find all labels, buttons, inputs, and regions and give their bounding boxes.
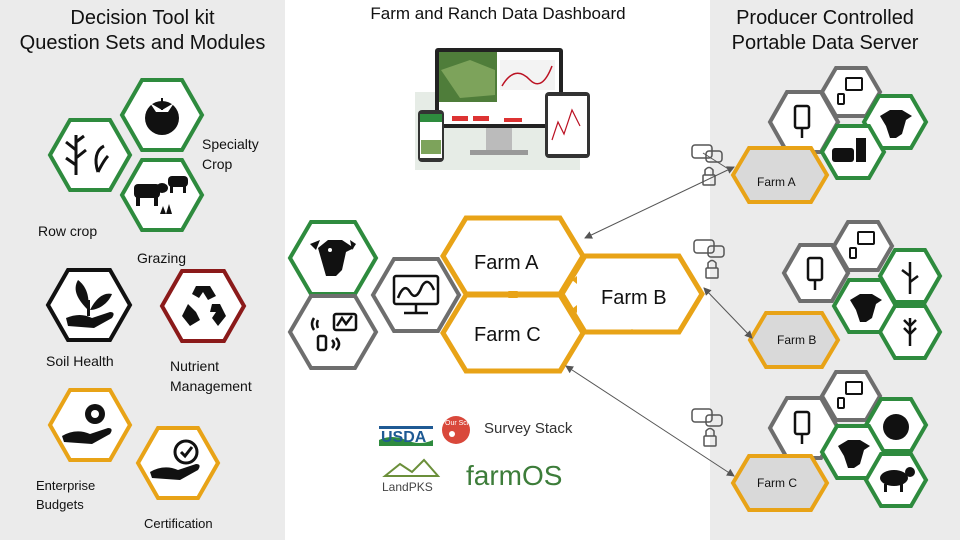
farm-c-cluster bbox=[730, 370, 929, 512]
probe-icon bbox=[806, 256, 824, 290]
nutrient-management-label: Nutrient Management bbox=[170, 358, 252, 394]
sync-arrow-farm-c bbox=[565, 365, 735, 477]
cow-head-icon bbox=[310, 240, 356, 276]
monitor-chart-icon bbox=[392, 274, 440, 315]
sensor-hex bbox=[287, 294, 379, 370]
farm-b-cluster bbox=[747, 220, 943, 369]
farm-c-label: Farm C bbox=[474, 324, 541, 346]
farmos-wordmark: farmOS bbox=[466, 460, 563, 491]
tomato-icon bbox=[883, 414, 909, 440]
landpks-logo bbox=[382, 458, 441, 477]
certification-label: Certification bbox=[144, 516, 213, 531]
server-farm-c-label: Farm C bbox=[757, 476, 797, 490]
data-server-title: Producer Controlled Portable Data Server bbox=[731, 7, 919, 54]
privacy-icons-c bbox=[691, 408, 723, 447]
gear-hand-icon bbox=[62, 404, 112, 444]
dairy-icon bbox=[832, 138, 866, 162]
server-farm-a-label: Farm A bbox=[757, 175, 796, 189]
usda-logo bbox=[379, 426, 433, 446]
livestock-hex bbox=[287, 220, 379, 296]
specialty-crop-label: Specialty Crop bbox=[202, 136, 259, 172]
corn-icon bbox=[65, 134, 110, 175]
sheep-icon bbox=[880, 467, 915, 492]
survey-stack-wordmark: Survey Stack bbox=[484, 420, 573, 437]
privacy-icons-a bbox=[691, 144, 723, 186]
soil-health-label: Soil Health bbox=[46, 353, 114, 369]
survey-stack-logo bbox=[442, 416, 470, 444]
survey-stack-badge: Our Sci bbox=[445, 420, 469, 427]
grazing-hex bbox=[119, 158, 205, 232]
plant-hand-icon bbox=[66, 280, 114, 328]
usda-wordmark: USDA bbox=[381, 429, 427, 446]
grazing-label: Grazing bbox=[137, 250, 187, 266]
cow-head-icon bbox=[850, 294, 882, 322]
corn-icon bbox=[901, 262, 919, 294]
toolkit-title: Decision Tool kit Question Sets and Modu… bbox=[19, 7, 266, 54]
server-farm-b-label: Farm B bbox=[777, 333, 817, 347]
soil-health-hex bbox=[45, 268, 133, 342]
landpks-wordmark: LandPKS bbox=[382, 480, 433, 494]
sync-arrow-farm-a bbox=[584, 166, 735, 239]
specialty-crop-hex bbox=[119, 78, 205, 152]
sensor-icon bbox=[837, 77, 863, 105]
cow-head-icon bbox=[880, 110, 912, 138]
enterprise-budgets-label: Enterprise Budgets bbox=[36, 478, 96, 512]
cattle-icon bbox=[134, 176, 188, 214]
tomato-icon bbox=[145, 98, 179, 135]
wheat-icon bbox=[903, 318, 917, 346]
farm-a-cluster bbox=[702, 66, 929, 204]
farm-b-hex[interactable] bbox=[559, 253, 705, 335]
row-crop-hex bbox=[47, 118, 133, 192]
dashboard-title: Farm and Ranch Data Dashboard bbox=[370, 4, 626, 23]
dashboard-device-mockup bbox=[415, 48, 590, 170]
sensor-icon bbox=[849, 231, 875, 259]
privacy-icons-b bbox=[693, 239, 725, 279]
farm-b-label: Farm B bbox=[601, 287, 667, 309]
row-crop-label: Row crop bbox=[38, 223, 98, 239]
probe-icon bbox=[793, 410, 811, 444]
sensor-icon bbox=[310, 312, 358, 352]
cow-head-icon bbox=[838, 440, 870, 468]
recycle-icon bbox=[182, 286, 226, 326]
dashboard-monitor-hex bbox=[370, 257, 462, 333]
check-badge-icon bbox=[150, 439, 200, 480]
farm-a-label: Farm A bbox=[474, 252, 539, 274]
enterprise-budgets-hex bbox=[47, 388, 133, 462]
certification-hex bbox=[135, 426, 221, 500]
probe-icon bbox=[793, 104, 811, 138]
nutrient-management-hex bbox=[159, 269, 247, 343]
sensor-icon bbox=[837, 381, 863, 409]
sync-arrow-farm-b bbox=[703, 287, 753, 339]
farm-connectors bbox=[508, 254, 637, 333]
